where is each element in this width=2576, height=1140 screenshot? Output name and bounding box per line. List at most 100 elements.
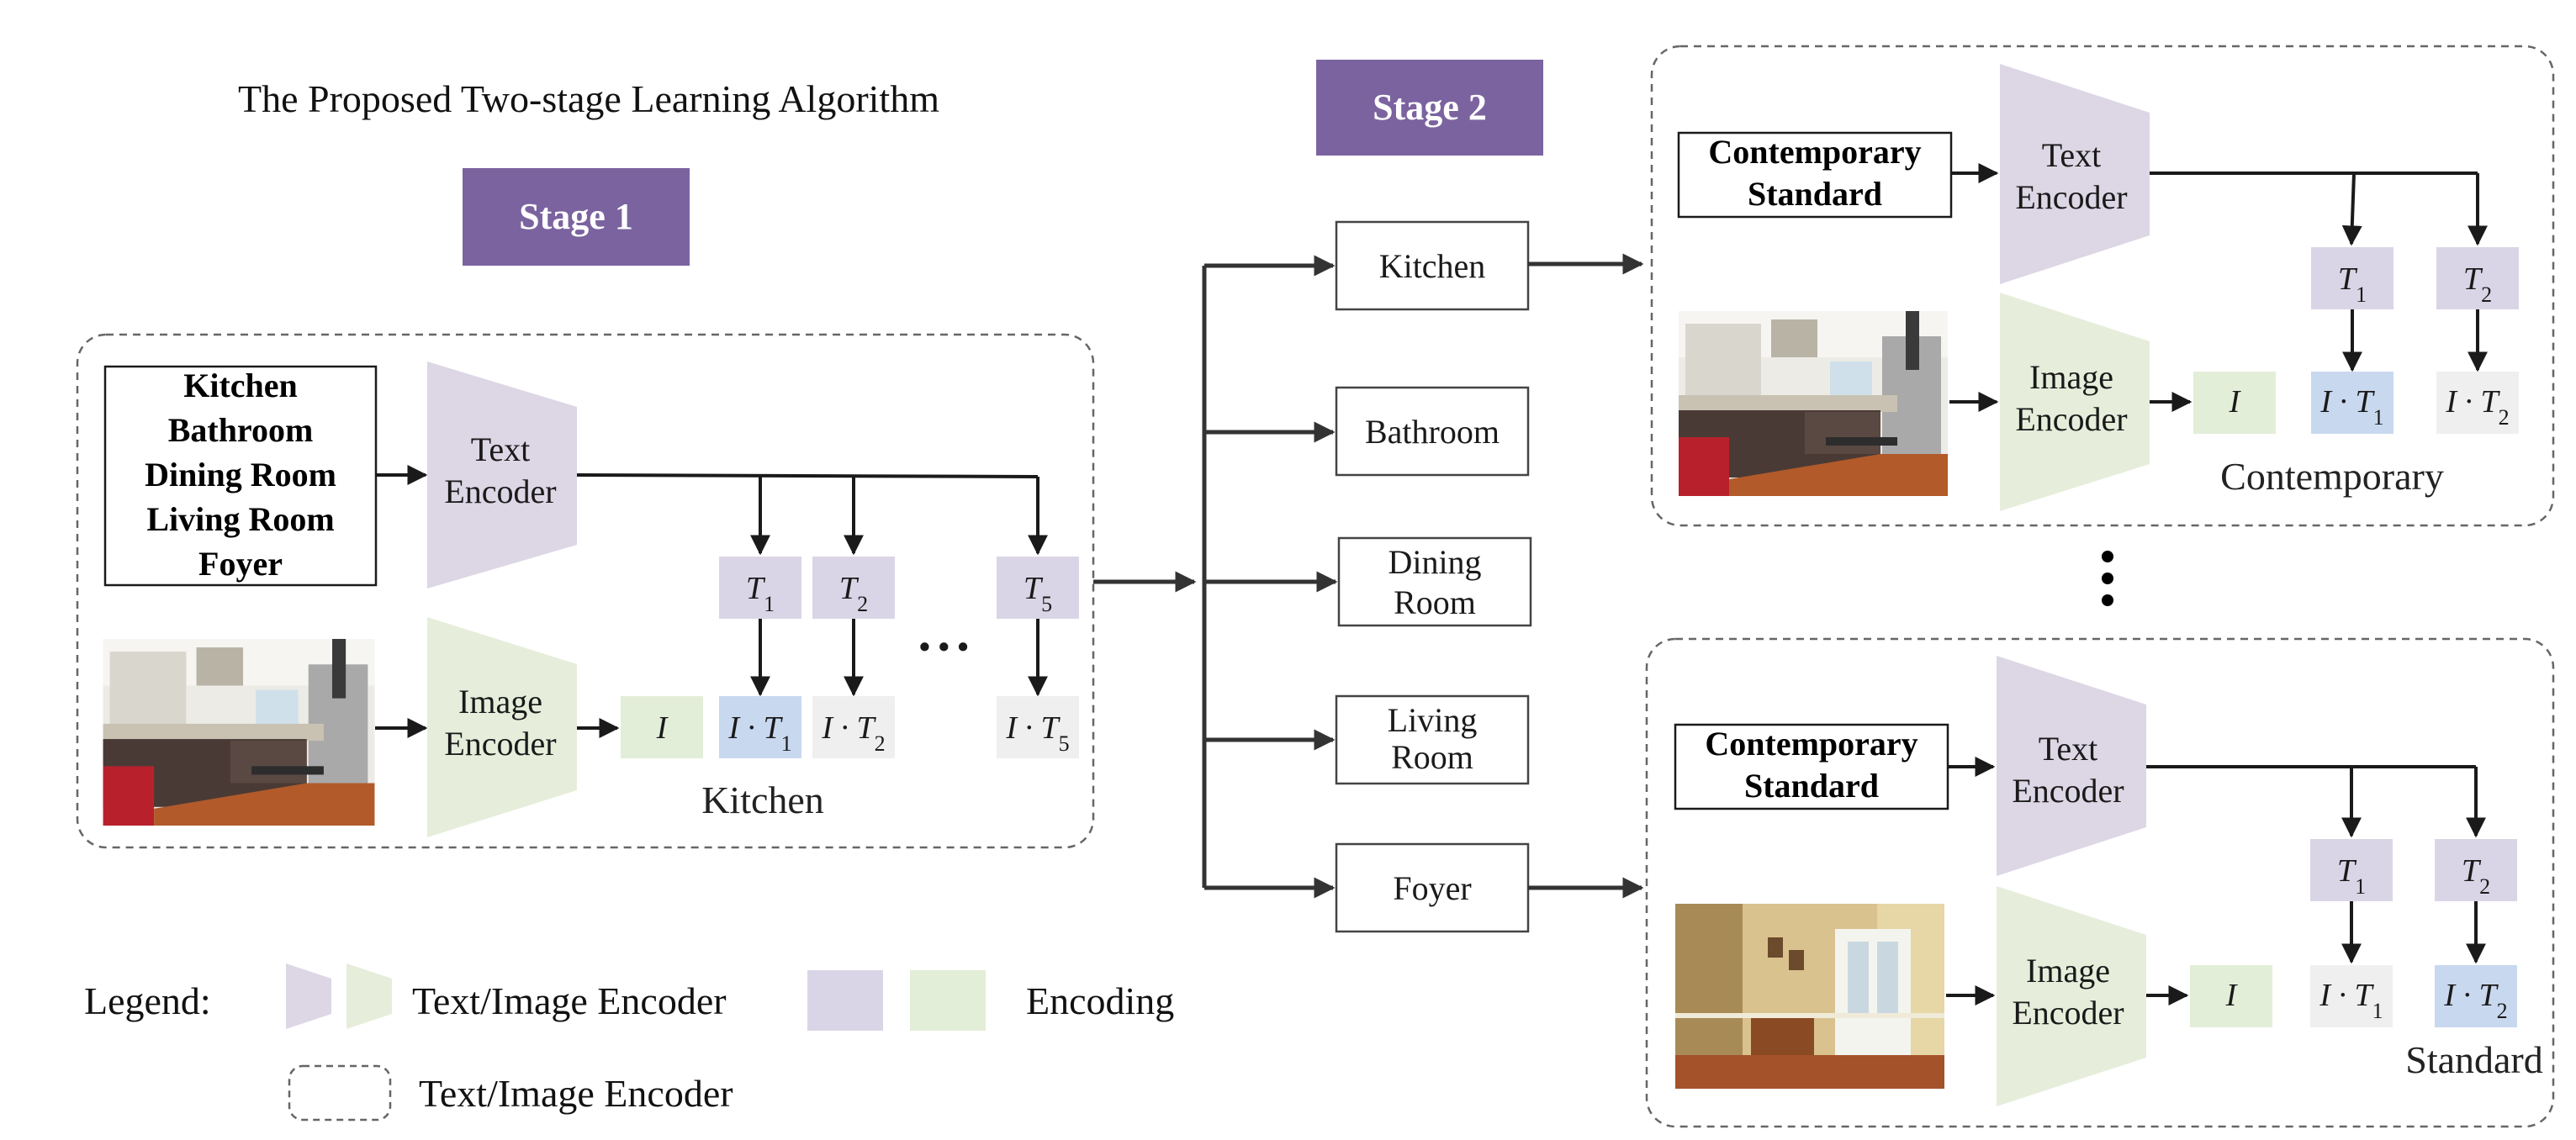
stage2-image-token [2190, 965, 2272, 1027]
stage2-image-encoder-label: Encoder [2012, 994, 2124, 1032]
stage2-arrow [2341, 172, 2362, 246]
legend-image-encoding-swatch [910, 970, 986, 1031]
legend-text-encoding-swatch [807, 970, 883, 1031]
stage2-text-encoder-label: Text [2042, 136, 2102, 174]
stage1-text-encoder-label: Encoder [444, 472, 556, 510]
stage2-kitchen-photo [1679, 311, 1948, 496]
stage2-text-token [2435, 839, 2517, 901]
stage2-text-token-label: T1 [2338, 261, 2367, 307]
stage1-text-token-label: T1 [746, 571, 775, 616]
stage1-product [997, 696, 1079, 758]
legend-image-encoder-swatch [346, 963, 392, 1029]
stage2-panel-bottom: Contemporary Standard Text Encoder T1 T2… [1645, 637, 2555, 1128]
legend-label: Legend: [84, 979, 211, 1022]
stage2-text-token [2310, 839, 2393, 901]
legend-text-encoder-swatch [286, 963, 331, 1029]
stage2-text-encoder [1997, 656, 2146, 876]
stage1-product-label: I · T2 [821, 710, 885, 756]
stage2-product [2310, 965, 2393, 1027]
diagram-title: The Proposed Two-stage Learning Algorith… [238, 77, 939, 120]
stage2-image-token-label: I [2225, 978, 2239, 1013]
category-label: Kitchen [1379, 247, 1486, 285]
stage1-image-encoder [427, 617, 577, 837]
stage2-product-highlighted [2311, 372, 2394, 434]
stage1-text-token [812, 557, 895, 619]
stage2-product-label: I · T2 [2445, 384, 2509, 430]
stage1-text-token [719, 557, 801, 619]
stage1-product [812, 696, 895, 758]
category-box-living-room [1335, 694, 1530, 785]
stage2-product [2436, 372, 2519, 434]
stage1-badge [463, 168, 690, 266]
stage2-text-encoder-label: Encoder [2015, 178, 2127, 216]
stage2-image-encoder-label: Image [2026, 952, 2110, 990]
stage1-image-token-label: I [656, 710, 669, 746]
stage2-image-encoder [2000, 293, 2150, 511]
stage1-image-token [621, 696, 703, 758]
category-label: Room [1391, 738, 1473, 776]
stage1-branch-line [576, 473, 1039, 478]
stage2-image-token-label: I [2229, 384, 2242, 420]
stage1-product-highlighted [719, 696, 801, 758]
vertical-ellipsis [2102, 551, 2113, 606]
stage2-image-encoder-label: Image [2029, 358, 2113, 396]
stage2-text-token-label: T2 [2463, 261, 2492, 307]
stage2-badge [1316, 60, 1543, 156]
stage2-result-label: Contemporary [2220, 455, 2444, 498]
stage2-text-input-item: Standard [1744, 767, 1879, 805]
stage2-text-input-item: Contemporary [1705, 725, 1917, 763]
stage2-panel-top: Contemporary Standard Text Encoder T1 T2… [1650, 45, 2555, 527]
stage1-product-label: I · T1 [727, 710, 791, 756]
stage2-text-input-box [1677, 131, 1953, 219]
stage2-image-encoder [1997, 886, 2146, 1106]
category-label: Foyer [1393, 869, 1471, 907]
stage2-result-label: Standard [2405, 1038, 2543, 1081]
category-label: Bathroom [1365, 413, 1500, 451]
category-box-dining-room [1337, 536, 1532, 627]
legend-dashed-label: Text/Image Encoder [419, 1072, 733, 1115]
legend-encoder-label: Text/Image Encoder [412, 979, 727, 1022]
legend-encoding-label: Encoding [1026, 979, 1174, 1022]
category-router: Kitchen Bathroom Dining Room Living Room… [1093, 220, 1644, 933]
legend-dashed-swatch [288, 1064, 392, 1122]
stage2-text-token [2311, 247, 2394, 309]
stage1-text-token-label: T5 [1024, 571, 1052, 616]
stage2-text-token [2436, 247, 2519, 309]
stage1-panel: Kitchen Bathroom Dining Room Living Room… [76, 333, 1095, 849]
stage1-text-encoder-label: Text [471, 430, 531, 468]
stage1-text-input-item: Foyer [198, 545, 283, 583]
stage2-text-encoder-label: Text [2039, 730, 2098, 768]
stage1-text-input-item: Dining Room [145, 456, 336, 493]
stage1-text-input-box [103, 365, 378, 587]
stage1-text-input-item: Bathroom [168, 411, 314, 449]
stage1-image-encoder-label: Encoder [444, 725, 556, 763]
stage2-image-token [2193, 372, 2276, 434]
stage1-ellipsis: • • • [919, 630, 969, 665]
stage2-foyer-photo [1675, 904, 1944, 1089]
category-label: Living [1388, 701, 1478, 739]
category-label: Dining [1388, 543, 1481, 581]
stage1-label: Stage 1 [519, 196, 633, 237]
stage1-text-token [997, 557, 1079, 619]
category-label: Room [1394, 583, 1476, 621]
stage1-text-input-item: Kitchen [183, 367, 298, 404]
stage2-product-label: I · T2 [2443, 978, 2507, 1023]
stage2-product-highlighted [2435, 965, 2517, 1027]
stage2-image-encoder-label: Encoder [2015, 400, 2127, 438]
stage2-text-encoder [2000, 64, 2150, 284]
stage1-product-label: I · T5 [1005, 710, 1069, 756]
legend: Legend: Text/Image Encoder Encoding Text… [84, 963, 1174, 1122]
stage1-image-encoder-label: Image [458, 683, 542, 720]
stage2-label: Stage 2 [1373, 87, 1487, 128]
stage1-result-label: Kitchen [701, 778, 824, 821]
category-box-bathroom [1335, 386, 1530, 477]
stage2-text-encoder-label: Encoder [2012, 772, 2124, 810]
stage2-text-input-box [1674, 723, 1949, 810]
category-box-kitchen [1335, 220, 1530, 311]
stage2-text-input-item: Contemporary [1708, 133, 1921, 171]
stage1-text-input-item: Living Room [146, 500, 334, 538]
stage2-text-input-item: Standard [1748, 175, 1882, 213]
stage1-text-token-label: T2 [839, 571, 868, 616]
stage2-text-token-label: T2 [2462, 853, 2490, 899]
